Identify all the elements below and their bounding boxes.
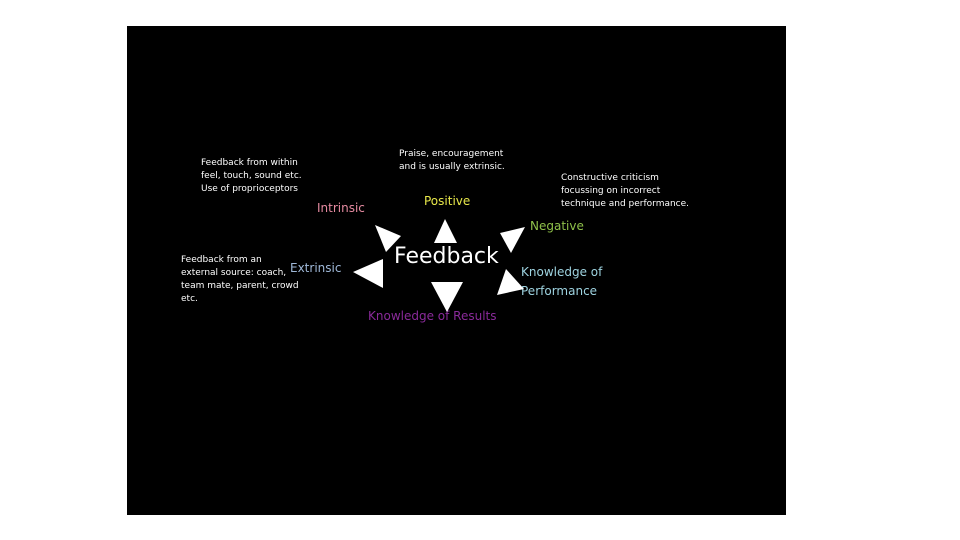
kop-line: Performance bbox=[521, 284, 598, 298]
arrow-up-left-icon bbox=[375, 225, 401, 252]
slide: Feedback from within feel, touch, sound … bbox=[127, 26, 786, 515]
extrinsic-note-line: team mate, parent, crowd bbox=[181, 281, 299, 291]
kop-line: Knowledge of bbox=[521, 265, 603, 279]
arrows bbox=[353, 219, 525, 312]
negative-note: Constructive criticism focussing on inco… bbox=[561, 172, 689, 211]
negative-note-line: focussing on incorrect bbox=[561, 186, 661, 196]
arrow-down-right-icon bbox=[497, 269, 524, 295]
extrinsic-note-line: external source: coach, bbox=[181, 268, 287, 278]
intrinsic-note-line: feel, touch, sound etc. bbox=[201, 171, 302, 181]
arrow-down-icon bbox=[431, 282, 463, 312]
label-negative: Negative bbox=[530, 219, 584, 233]
intrinsic-note-line: Feedback from within bbox=[201, 158, 298, 168]
positive-note-line: Praise, encouragement bbox=[399, 149, 504, 159]
arrow-up-right-icon bbox=[500, 227, 525, 253]
label-intrinsic: Intrinsic bbox=[317, 201, 365, 215]
positive-note: Praise, encouragement and is usually ext… bbox=[399, 148, 505, 174]
negative-note-line: technique and performance. bbox=[561, 199, 690, 209]
arrow-up-icon bbox=[434, 219, 457, 243]
center-feedback-title: Feedback bbox=[394, 244, 499, 269]
extrinsic-note-line: Feedback from an bbox=[181, 255, 262, 265]
negative-note-line: Constructive criticism bbox=[561, 173, 659, 183]
label-extrinsic: Extrinsic bbox=[290, 261, 342, 275]
label-knowledge-of-results: Knowledge of Results bbox=[368, 309, 497, 323]
label-positive: Positive bbox=[424, 194, 471, 208]
arrow-left-icon bbox=[353, 259, 383, 288]
extrinsic-note-line: etc. bbox=[181, 294, 198, 304]
positive-note-line: and is usually extrinsic. bbox=[399, 162, 505, 172]
label-knowledge-of-performance: Knowledge of Performance bbox=[521, 263, 602, 301]
intrinsic-note-line: Use of proprioceptors bbox=[201, 184, 298, 194]
intrinsic-note: Feedback from within feel, touch, sound … bbox=[201, 157, 302, 196]
extrinsic-note: Feedback from an external source: coach,… bbox=[181, 254, 299, 306]
